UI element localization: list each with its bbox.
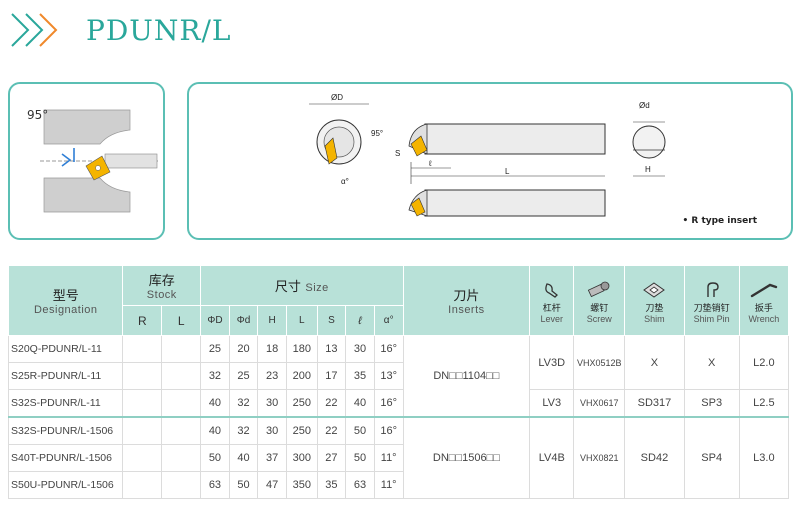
lever-icon xyxy=(544,282,558,298)
size-l-header: ℓ xyxy=(345,305,375,336)
phi-D-label: ØD xyxy=(331,93,343,102)
s-label: S xyxy=(395,149,400,158)
size-alpha-header: α° xyxy=(373,305,404,336)
shim-icon xyxy=(643,281,666,298)
size-H-header: H xyxy=(257,305,287,336)
screw-header: 螺钉 Screw xyxy=(573,265,626,336)
stock-header: 库存 Stock xyxy=(122,265,202,306)
size-S-header: S xyxy=(316,305,347,336)
specification-table: 型号 Designation 库存 Stock 尺寸 Size 刀片 Inser… xyxy=(7,265,790,499)
r-type-insert-note: • R type insert xyxy=(682,216,758,226)
size-phiD-header: ΦD xyxy=(200,305,230,336)
wrench-icon xyxy=(750,283,778,297)
chevron-logo-icon xyxy=(11,13,58,47)
shim-header: 刀垫 Shim xyxy=(624,265,685,336)
shim-pin-icon xyxy=(706,281,719,297)
insert-cell: DN□□1506□□ xyxy=(402,416,531,499)
phi-d-label: Ød xyxy=(639,101,650,110)
page-title: PDUNR/L xyxy=(86,14,232,47)
tool-dimension-diagram: ØD α° 95° S ℓ L Ød H • R type insert xyxy=(187,82,793,240)
alpha-label: α° xyxy=(341,177,349,186)
H-label: H xyxy=(645,165,651,174)
stock-l-header: L xyxy=(161,305,202,336)
stock-r-header: R xyxy=(122,305,163,336)
insert-cell: DN□□1104□□ xyxy=(402,335,531,418)
size-L-header: L xyxy=(285,305,318,336)
size-phid-header: Φd xyxy=(228,305,259,336)
tool-drawing: ØD α° 95° S ℓ L Ød H xyxy=(309,93,666,217)
designation-header: 型号 Designation xyxy=(7,265,124,336)
angle-95-label: 95° xyxy=(371,129,383,138)
lever-header: 杠杆 Lever xyxy=(529,265,575,336)
workpiece-illustration xyxy=(40,109,160,213)
l-small-label: ℓ xyxy=(428,159,432,168)
L-label: L xyxy=(505,167,510,176)
shim-pin-header: 刀垫销钉 Shim Pin xyxy=(683,265,740,336)
inserts-header: 刀片 Inserts xyxy=(402,265,531,336)
size-header: 尺寸 Size xyxy=(200,265,404,306)
boring-operation-diagram: 95° xyxy=(8,82,165,240)
screw-icon xyxy=(588,281,610,297)
approach-angle-label: 95° xyxy=(27,108,49,122)
wrench-header: 扳手 Wrench xyxy=(738,265,790,336)
